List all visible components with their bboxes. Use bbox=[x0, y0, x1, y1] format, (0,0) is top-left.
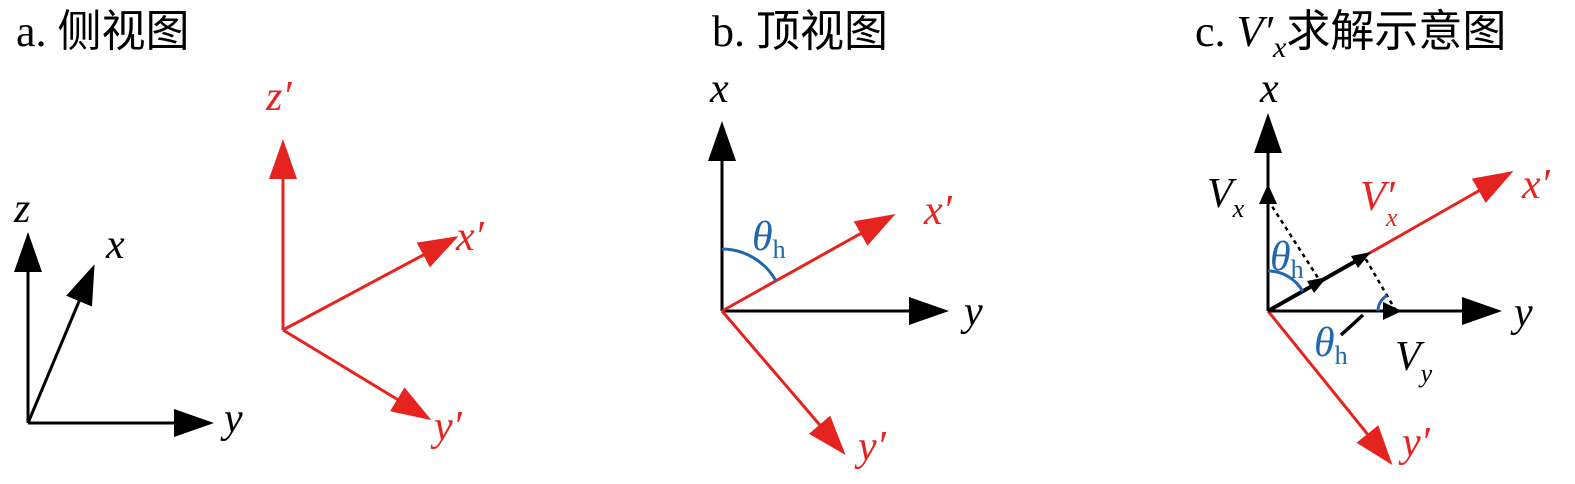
theta-subscript: h bbox=[1335, 341, 1348, 370]
panel-b-x-label: x bbox=[709, 66, 729, 112]
panel-c-rotated-axes: x′ y′ bbox=[1266, 162, 1551, 466]
panel-c-title: c. V′x求解示意图 bbox=[1195, 7, 1506, 64]
vx-label: Vx bbox=[1207, 171, 1245, 223]
vx-symbol: V bbox=[1207, 171, 1237, 217]
angle-pointer-line bbox=[1339, 313, 1365, 337]
panel-c-reference-axes: x y bbox=[1254, 66, 1533, 336]
panel-a-reference-axes: z x y bbox=[13, 186, 243, 442]
panel-c-x-label: x bbox=[1259, 66, 1279, 112]
panel-b-y-prime-label: y′ bbox=[854, 424, 887, 470]
theta-subscript: h bbox=[773, 235, 786, 264]
panel-b-x-prime-label: x′ bbox=[923, 188, 953, 234]
panel-c-y-label: y bbox=[1510, 290, 1533, 336]
vy-projection-line bbox=[1362, 255, 1398, 312]
panel-c-velocity-decomposition: Vx V′x θh θh Vy bbox=[1207, 171, 1433, 388]
vx-projection-line bbox=[1266, 199, 1322, 282]
panel-b-angle-arc bbox=[721, 247, 778, 282]
vx-prime-arrowhead bbox=[1351, 252, 1371, 268]
vx-arrowhead bbox=[1259, 184, 1277, 204]
panel-a-y-prime-label: y′ bbox=[430, 404, 463, 450]
panel-b-top-view: b. 顶视图 x y x′ y′ θh bbox=[708, 7, 983, 470]
vy-label: Vy bbox=[1395, 334, 1433, 388]
panel-c-y-prime-label: y′ bbox=[1398, 420, 1431, 466]
panel-c-y-prime-axis bbox=[1266, 310, 1393, 466]
theta-symbol: θ bbox=[752, 214, 773, 260]
panel-c-title-suffix: 求解示意图 bbox=[1286, 7, 1506, 56]
panel-a-z-prime-label: z′ bbox=[265, 74, 292, 120]
panel-c-x-prime-label: x′ bbox=[1521, 162, 1551, 208]
panel-a-y-label: y bbox=[220, 396, 243, 442]
panel-a-title: a. 侧视图 bbox=[16, 7, 190, 56]
vy-symbol: V bbox=[1395, 334, 1425, 380]
vx-prime-subscript: x bbox=[1385, 203, 1398, 232]
panel-c-vx-prime-solution: c. V′x求解示意图 x y x′ y′ bbox=[1195, 7, 1551, 466]
panel-b-y-prime-axis bbox=[720, 310, 846, 456]
panel-b-title: b. 顶视图 bbox=[712, 7, 888, 56]
vy-subscript: y bbox=[1418, 359, 1433, 388]
panel-b-y-label: y bbox=[960, 289, 983, 335]
vy-arrowhead bbox=[1383, 302, 1402, 320]
panel-c-angle-arc-origin bbox=[1267, 269, 1305, 292]
panel-a-x-label: x bbox=[105, 222, 125, 268]
panel-b-reference-axes: x y bbox=[708, 66, 983, 335]
panel-b-angle-label: θh bbox=[752, 214, 786, 264]
panel-a-x-axis bbox=[26, 264, 95, 424]
vx-prime-symbol: V′ bbox=[1360, 174, 1396, 220]
vx-prime-label: V′x bbox=[1360, 174, 1398, 232]
panel-a-x-prime-label: x′ bbox=[455, 214, 485, 260]
panel-a-z-label: z bbox=[13, 186, 30, 232]
panel-c-title-subscript: x bbox=[1272, 31, 1287, 64]
panel-c-angle-arc-vy bbox=[1376, 294, 1388, 312]
panel-c-angle-label-lower: θh bbox=[1314, 320, 1348, 370]
panel-c-title-symbol: V′ bbox=[1237, 7, 1275, 56]
panel-b-rotated-axes: x′ y′ bbox=[720, 188, 953, 470]
theta-subscript: h bbox=[1291, 255, 1304, 284]
panel-b-x-prime-axis bbox=[721, 214, 896, 313]
vx-projection-arrowhead bbox=[1307, 277, 1327, 293]
theta-symbol: θ bbox=[1314, 320, 1335, 366]
theta-symbol: θ bbox=[1270, 234, 1291, 280]
panel-c-angle-label-upper: θh bbox=[1270, 234, 1304, 284]
panel-a-rotated-axes: z′ x′ y′ bbox=[265, 74, 485, 450]
panel-a-y-prime-axis bbox=[282, 328, 432, 421]
vx-subscript: x bbox=[1232, 194, 1245, 223]
panel-b-heading-angle: θh bbox=[721, 214, 786, 282]
panel-a-x-prime-axis bbox=[282, 236, 459, 332]
panel-c-title-prefix: c. bbox=[1195, 7, 1237, 56]
panel-a-side-view: a. 侧视图 z x y z′ x′ y′ bbox=[13, 7, 485, 450]
